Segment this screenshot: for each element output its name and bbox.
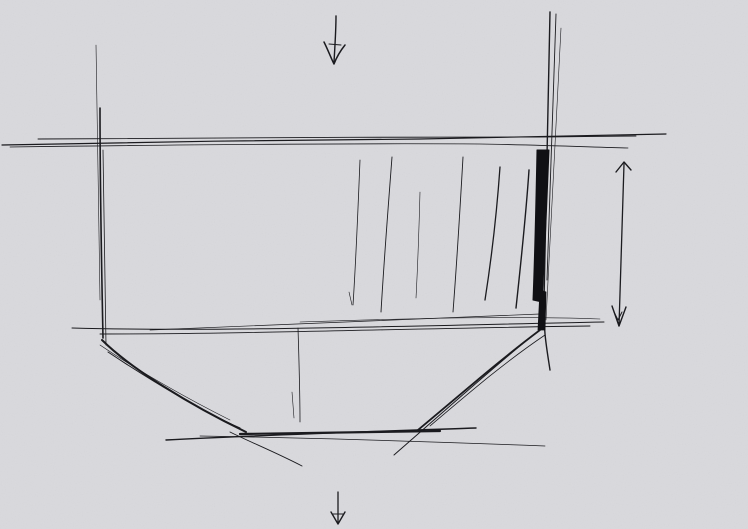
hand-drawn-sketch	[0, 0, 748, 529]
paper-grain	[0, 0, 748, 529]
sketch-paper	[0, 0, 748, 529]
